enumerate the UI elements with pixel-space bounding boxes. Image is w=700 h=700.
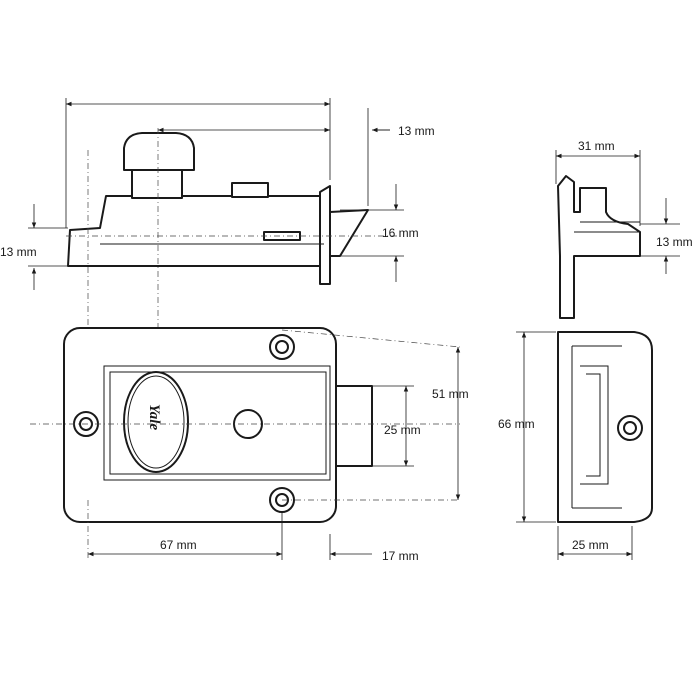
front-case	[63, 327, 337, 523]
dim-end-31mm: 31 mm	[578, 139, 615, 153]
side-view	[66, 128, 400, 330]
dim-staple-25mm: 25 mm	[572, 538, 609, 552]
key-cylinder	[123, 371, 189, 473]
side-bolt	[329, 209, 369, 257]
screw-hole-top	[269, 334, 295, 360]
front-view: Yale	[30, 327, 461, 560]
staple-dimensions: 66 mm 25 mm	[498, 331, 633, 560]
front-bolt	[335, 385, 373, 467]
dim-front-67mm: 67 mm	[160, 538, 197, 552]
front-dimensions: 51 mm 25 mm 67 mm 17 mm	[88, 347, 469, 563]
dim-staple-66mm: 66 mm	[498, 417, 535, 431]
front-inner-panel	[103, 365, 331, 481]
dim-side-bolt-16mm: 16 mm	[382, 226, 419, 240]
staple-outline	[557, 331, 653, 523]
knob-head	[123, 132, 195, 171]
dim-end-13mm: 13 mm	[656, 235, 693, 249]
staple-screw-hole	[617, 415, 643, 441]
dim-front-25mm: 25 mm	[384, 423, 421, 437]
side-slot	[263, 231, 301, 241]
staple-view	[557, 331, 653, 523]
dim-front-51mm: 51 mm	[432, 387, 469, 401]
end-dimensions: 31 mm 13 mm	[555, 139, 693, 274]
end-view	[557, 175, 641, 319]
dim-front-17mm: 17 mm	[382, 549, 419, 563]
side-flange	[319, 185, 331, 285]
brand-logo: Yale	[146, 404, 162, 430]
side-dimensions: 13 mm 13 mm 16 mm	[0, 98, 435, 290]
end-profile	[557, 175, 641, 319]
dim-side-top-13mm: 13 mm	[398, 124, 435, 138]
dim-side-left-13mm: 13 mm	[0, 245, 37, 259]
top-block	[231, 182, 269, 198]
